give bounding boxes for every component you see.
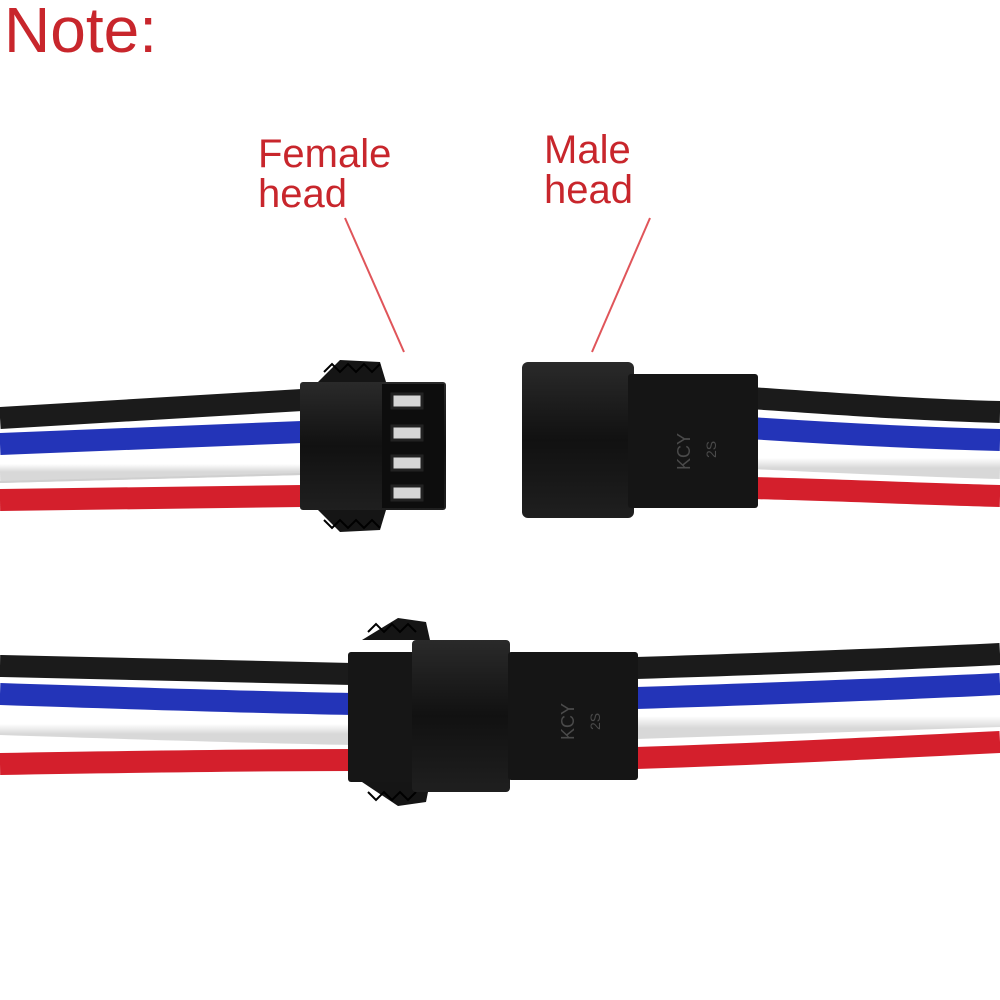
note-heading: Note:	[4, 0, 157, 66]
male-connector-housing: KCY 2S	[522, 362, 758, 518]
female-head-label-line-2: head	[258, 172, 347, 216]
top-latch	[318, 360, 386, 382]
male-connector-wires	[749, 387, 1000, 507]
red-wire	[0, 485, 303, 511]
housing-code-text: 2S	[703, 441, 719, 458]
black-wire	[749, 387, 1000, 423]
mated-housing-code-text: 2S	[587, 713, 603, 730]
male-head-pointer-line	[591, 217, 651, 353]
female-head-label: Female head	[258, 134, 391, 214]
bottom-latch	[318, 510, 386, 532]
blue-wire	[635, 673, 1000, 709]
mated-housing-brand-text: KCY	[558, 703, 578, 740]
red-wire	[635, 731, 1000, 769]
male-head-label-line-2: head	[544, 168, 633, 212]
female-head-pointer-line	[344, 217, 405, 353]
mated-connector-left-wires	[0, 655, 353, 775]
female-pins	[390, 392, 424, 502]
red-wire	[0, 749, 353, 775]
white-wire	[749, 447, 1000, 479]
white-wire-shadow	[0, 473, 303, 483]
male-head-label-line-1: Male	[544, 128, 631, 172]
black-wire	[0, 655, 353, 685]
male-head-label: Male head	[544, 130, 633, 210]
blue-wire	[749, 417, 1000, 451]
black-wire	[635, 643, 1000, 679]
blue-wire	[0, 421, 303, 455]
white-wire	[0, 453, 303, 483]
female-connector-wires	[0, 389, 303, 511]
blue-wire	[0, 683, 353, 715]
black-wire	[0, 389, 303, 429]
housing-brand-text: KCY	[674, 433, 694, 470]
mated-connector-right-wires	[635, 643, 1000, 769]
white-wire	[0, 713, 353, 745]
mated-connector-housing: KCY 2S	[348, 618, 638, 806]
female-head-label-line-1: Female	[258, 132, 392, 176]
white-wire	[635, 705, 1000, 739]
red-wire	[749, 477, 1000, 507]
female-connector-housing	[300, 360, 446, 532]
